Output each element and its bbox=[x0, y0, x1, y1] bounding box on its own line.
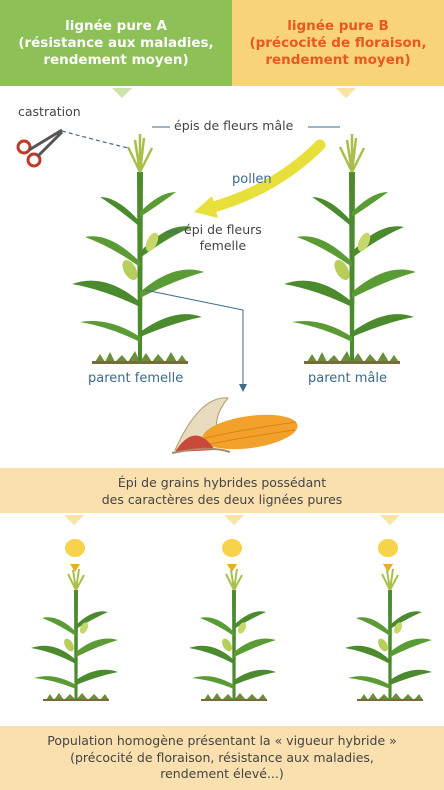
corn-cob-illustration bbox=[172, 398, 300, 455]
chevron-down-icon bbox=[380, 515, 400, 525]
hybrid-plant bbox=[189, 569, 276, 701]
chevron-down-icon bbox=[112, 88, 132, 98]
female-spike-label: épi de fleurs femelle bbox=[184, 222, 262, 254]
hybrid-population-line-1: Population homogène présentant la « vigu… bbox=[0, 733, 444, 750]
hybrid-ear-line-1: Épi de grains hybrides possédant bbox=[0, 474, 444, 491]
pollen-label: pollen bbox=[232, 172, 272, 187]
hybrid-ear-box: Épi de grains hybrides possédant des car… bbox=[0, 468, 444, 513]
chevron-down-icon bbox=[64, 515, 84, 525]
male-parent-plant bbox=[284, 134, 416, 364]
hybrid-population-line-3: rendement élevé...) bbox=[0, 766, 444, 783]
arrow-icon bbox=[194, 196, 218, 218]
seed-icon bbox=[378, 539, 398, 572]
female-spike-label-2: femelle bbox=[184, 238, 262, 254]
scissors-icon bbox=[18, 130, 62, 166]
seed-icon bbox=[222, 539, 242, 572]
hybrid-plant bbox=[31, 569, 118, 701]
chevron-down-icon bbox=[224, 515, 244, 525]
male-spikes-label: épis de fleurs mâle bbox=[174, 118, 293, 133]
hybrid-ear-line-2: des caractères des deux lignées pures bbox=[0, 491, 444, 508]
hybrid-population-line-2: (précocité de floraison, résistance aux … bbox=[0, 750, 444, 767]
female-spike-label-1: épi de fleurs bbox=[184, 222, 262, 238]
seed-icon bbox=[65, 539, 85, 572]
castration-label: castration bbox=[18, 104, 81, 119]
female-parent-label: parent femelle bbox=[88, 371, 183, 386]
male-parent-label: parent mâle bbox=[308, 371, 387, 386]
hybrid-population-box: Population homogène présentant la « vigu… bbox=[0, 726, 444, 790]
chevron-down-icon bbox=[336, 88, 356, 98]
hybrid-plant bbox=[345, 569, 432, 701]
